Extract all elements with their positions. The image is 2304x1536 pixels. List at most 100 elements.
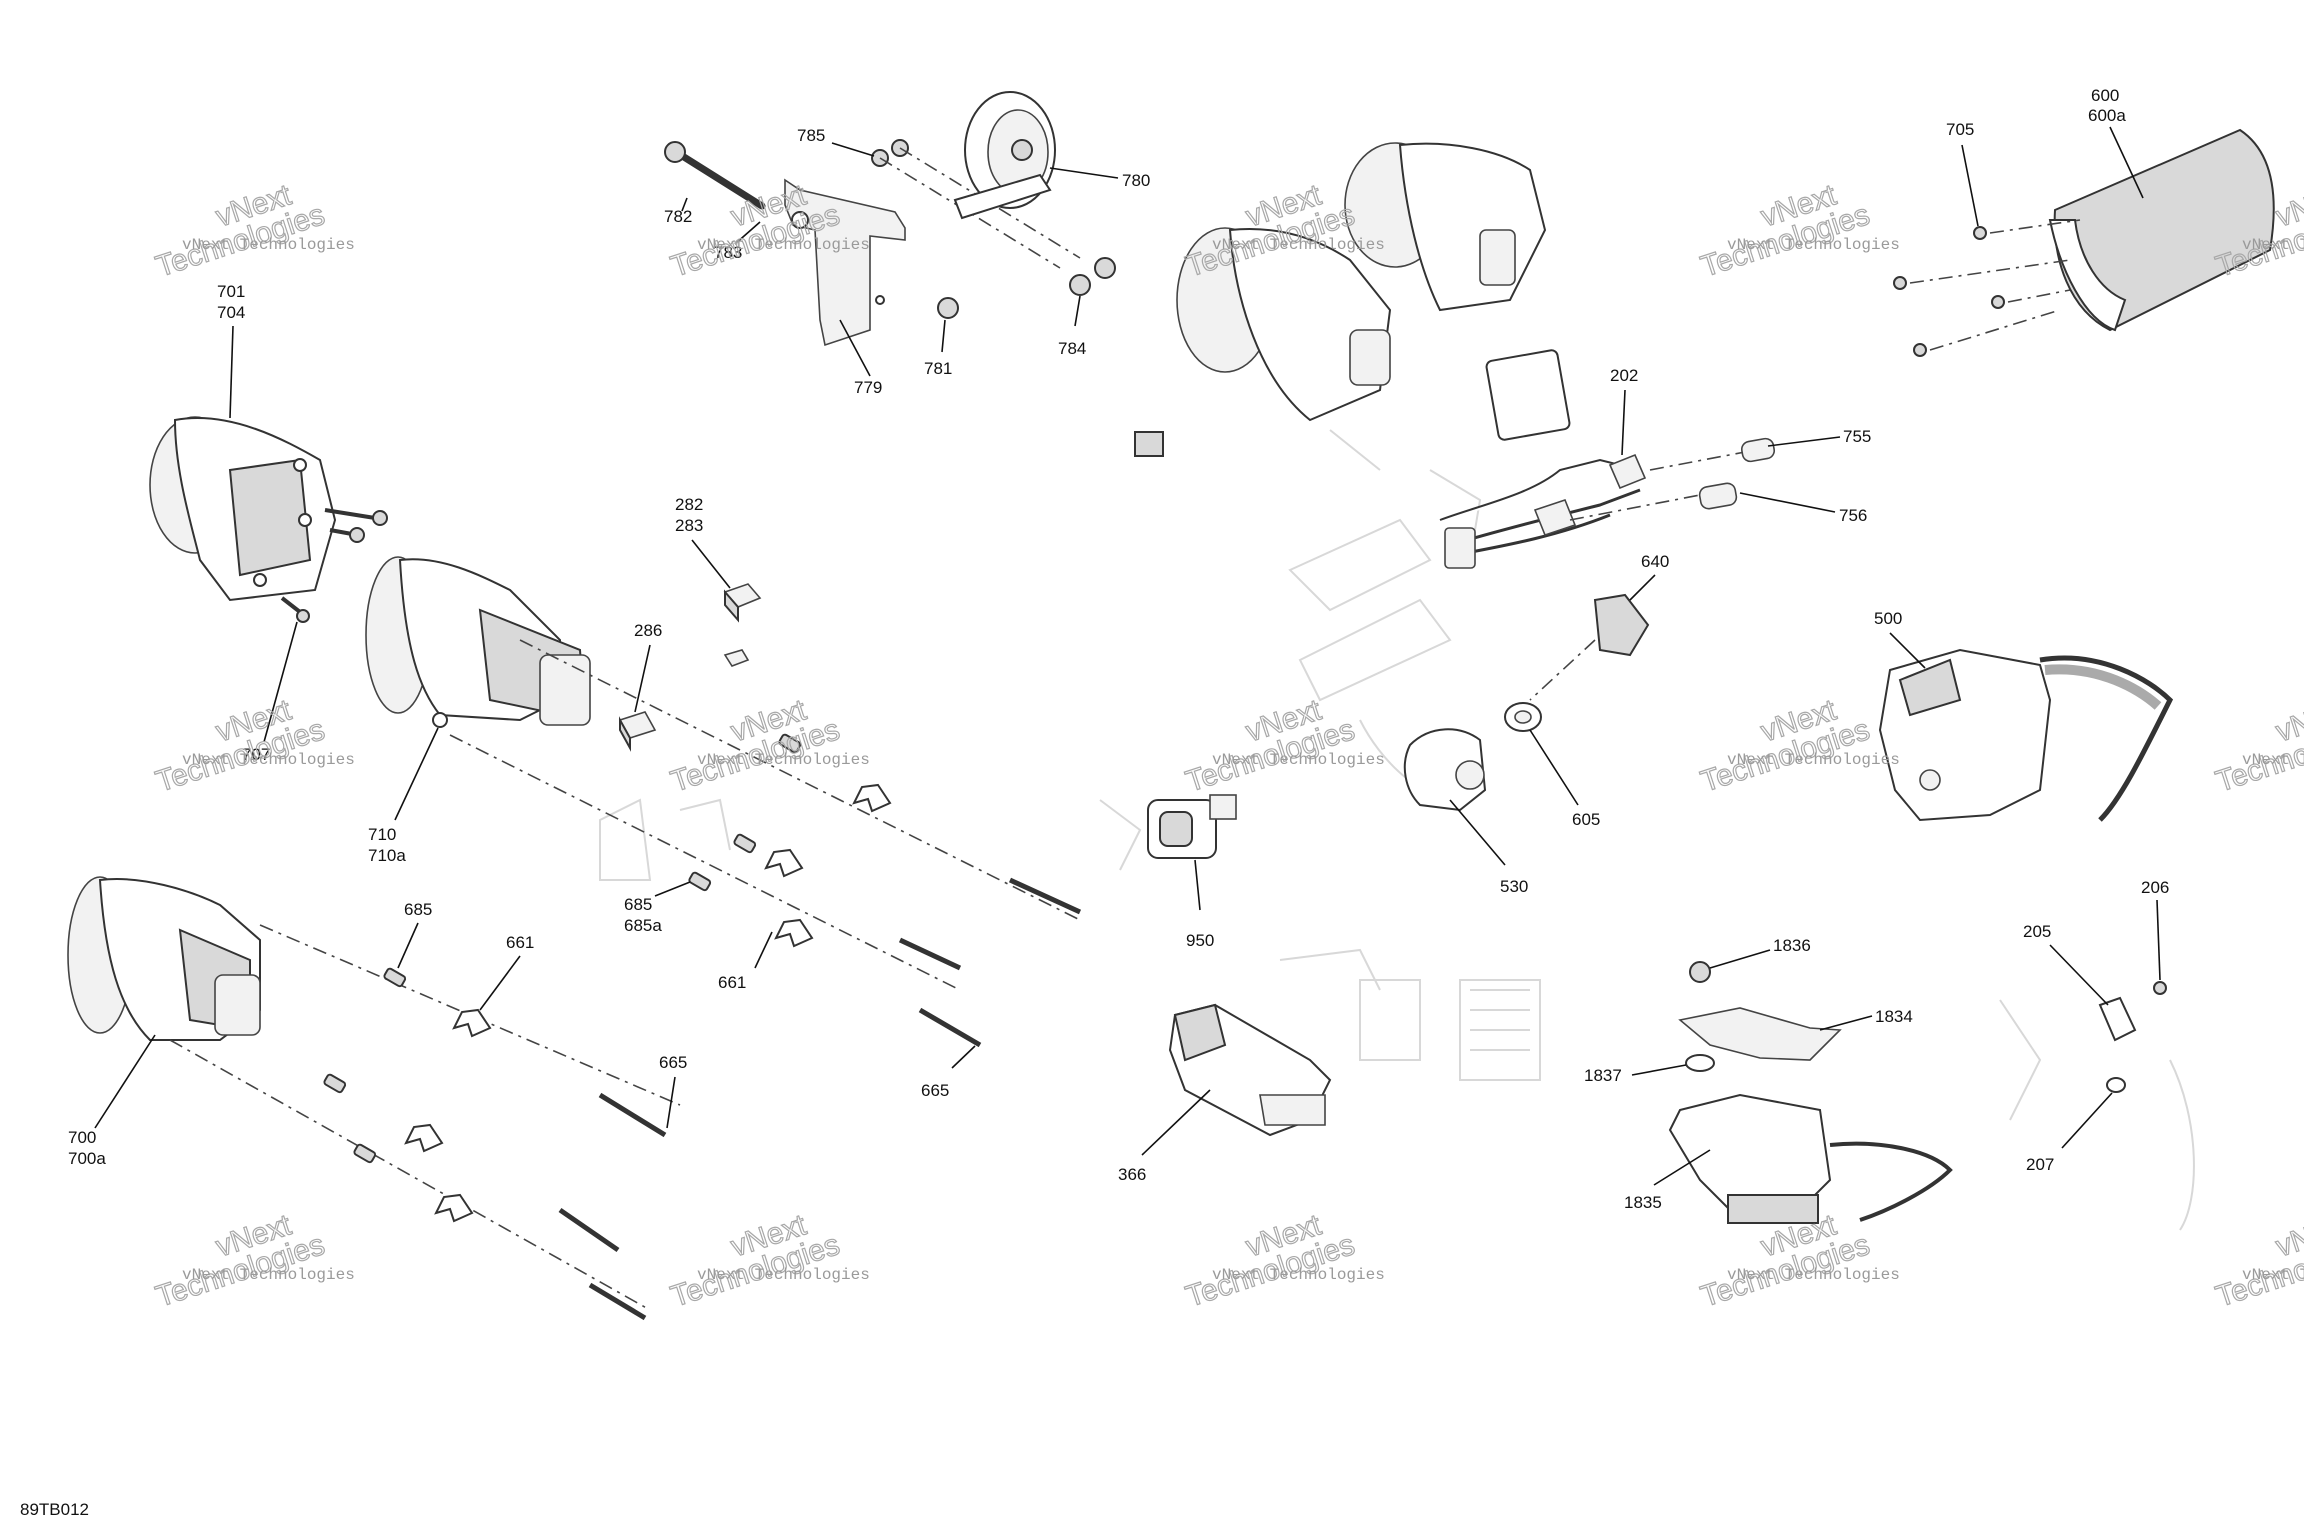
long-bolt-665a — [1008, 877, 1082, 915]
power-outlet-950 — [1147, 794, 1237, 859]
horn-bracket-group — [664, 91, 1116, 347]
long-bolt-665b — [898, 937, 962, 971]
label-783: 783 — [714, 243, 742, 262]
label-781: 781 — [924, 359, 952, 378]
watermark-text: vNext Technologies — [182, 236, 355, 254]
label-282: 282 — [675, 495, 703, 514]
label-500: 500 — [1874, 609, 1902, 628]
watermark-text: vNext Technologies — [2242, 751, 2304, 769]
screw-704 — [324, 508, 376, 520]
label-705: 705 — [1946, 120, 1974, 139]
bulb-755 — [1740, 437, 1776, 463]
label-755: 755 — [1843, 427, 1871, 446]
watermark-text: vNext Technologies — [182, 1266, 355, 1284]
label-665-mid: 665 — [921, 1081, 949, 1100]
diagram-code: 89TB012 — [20, 1500, 89, 1519]
taillight-600 — [1893, 128, 2275, 357]
bracket-1834-group — [1668, 961, 1953, 1224]
label-206: 206 — [2141, 878, 2169, 897]
small-parts-205-207 — [2098, 981, 2167, 1093]
watermark-text: vNext Technologies — [697, 236, 870, 254]
callouts: 782 783 785 780 779 781 784 701 704 707 … — [68, 86, 2169, 1212]
washer-783 — [791, 211, 809, 229]
label-205: 205 — [2023, 922, 2051, 941]
label-605: 605 — [1572, 810, 1600, 829]
label-283: 283 — [675, 516, 703, 535]
label-782: 782 — [664, 207, 692, 226]
label-710a: 710a — [368, 846, 406, 865]
watermark-text: vNext Technologies — [1212, 1266, 1385, 1284]
bulb-756 — [1698, 482, 1738, 510]
label-1834: 1834 — [1875, 1007, 1913, 1026]
label-707: 707 — [242, 745, 270, 764]
label-1836: 1836 — [1773, 936, 1811, 955]
adjusters-mid — [688, 733, 1082, 1048]
label-780: 780 — [1122, 171, 1150, 190]
label-207: 207 — [2026, 1155, 2054, 1174]
label-1837: 1837 — [1584, 1066, 1622, 1085]
watermark-text: vNext Technologies — [182, 751, 355, 769]
label-685-mid: 685 — [624, 895, 652, 914]
label-704: 704 — [217, 303, 245, 322]
label-710: 710 — [368, 825, 396, 844]
watermark-text: vNext Technologies — [1212, 236, 1385, 254]
watermark-text: vNext Technologies — [697, 751, 870, 769]
label-366: 366 — [1118, 1165, 1146, 1184]
label-700: 700 — [68, 1128, 96, 1147]
watermark-text: vNext Technologies — [1727, 1266, 1900, 1284]
label-685: 685 — [404, 900, 432, 919]
label-600: 600 — [2091, 86, 2119, 105]
watermark-text: vNext Technologies — [2242, 1266, 2304, 1284]
label-530: 530 — [1500, 877, 1528, 896]
switch-assembly-500 — [1878, 648, 2174, 822]
label-950: 950 — [1186, 931, 1214, 950]
label-202: 202 — [1610, 366, 1638, 385]
background-frame-ghost — [599, 429, 2195, 1231]
label-756: 756 — [1839, 506, 1867, 525]
watermark-text: vNext Technologies — [1212, 751, 1385, 769]
label-665: 665 — [659, 1053, 687, 1072]
label-779: 779 — [854, 378, 882, 397]
label-661: 661 — [506, 933, 534, 952]
label-700a: 700a — [68, 1149, 106, 1168]
clips-282-283-286 — [618, 583, 762, 752]
watermark-text: vNext Technologies — [697, 1266, 870, 1284]
bolt-782-head — [664, 141, 686, 163]
nut-784b — [1094, 257, 1116, 279]
watermark-text: vNext Technologies — [1727, 236, 1900, 254]
label-600a: 600a — [2088, 106, 2126, 125]
label-1835: 1835 — [1624, 1193, 1662, 1212]
harness-202 — [1403, 437, 1776, 812]
label-640: 640 — [1641, 552, 1669, 571]
label-661-mid: 661 — [718, 973, 746, 992]
long-bolt-665c — [918, 1007, 982, 1048]
nut-784a — [1069, 274, 1091, 296]
label-785: 785 — [797, 126, 825, 145]
label-701: 701 — [217, 282, 245, 301]
spotlight-700 — [67, 876, 681, 1321]
screw-707 — [280, 596, 302, 614]
watermark-text: vNext Technologies — [1727, 751, 1900, 769]
watermark-text: vNext Technologies — [2242, 236, 2304, 254]
light-housing-701 — [149, 416, 388, 623]
connector — [1485, 349, 1571, 441]
module-366 — [1168, 1003, 1332, 1137]
spotlight-710 — [365, 556, 1081, 991]
label-784: 784 — [1058, 339, 1086, 358]
label-286: 286 — [634, 621, 662, 640]
bracket-hole — [875, 295, 885, 305]
headlight-assembly-top — [1134, 142, 1571, 457]
